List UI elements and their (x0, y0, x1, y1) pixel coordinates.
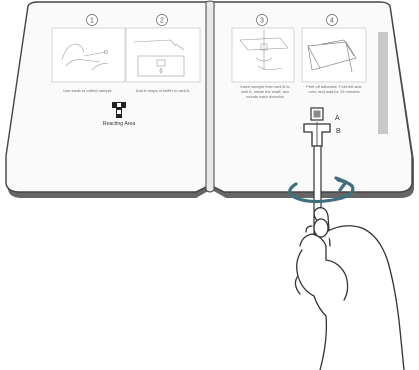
step-3-caption-line-3: rounds each direction (246, 94, 284, 99)
fold-cover-illustration (307, 39, 357, 73)
step-4-number: 4 (330, 18, 334, 25)
side-strip (378, 32, 388, 134)
step-3: 3 Insert sample from well B to well A, r… (231, 14, 295, 99)
hand-illustration (294, 207, 405, 370)
step-4: 4 Peel off adhesive. Fold left side over… (301, 14, 367, 94)
step-3-caption-line-2: well A, rotate the shaft, two (241, 89, 290, 94)
well-a-label: A (335, 115, 340, 122)
step-1-number: 1 (90, 18, 94, 25)
swab-collect-illustration (61, 43, 109, 71)
step-4-caption-line-2: over, and wait for 15 minutes (308, 89, 359, 94)
rotation-arrow-icon (288, 176, 355, 204)
step-1: 1 Use swab to collect sample. (51, 14, 126, 93)
step-2-caption: Add 6 drops of buffer to well A. (136, 88, 190, 93)
reacting-area: Reacting Area (103, 102, 136, 127)
well-b-label: B (336, 128, 341, 135)
step-3-number: 3 (260, 18, 264, 25)
rotate-shaft-illustration (239, 30, 289, 70)
step-3-caption-line-1: Insert sample from well B to (240, 84, 290, 89)
step-2: 2 Add 6 drops of buffer to well A. (125, 14, 201, 93)
buffer-drops-illustration (133, 39, 185, 77)
well-a: A (310, 107, 340, 122)
step-2-number: 2 (160, 18, 164, 25)
reacting-area-label: Reacting Area (103, 121, 136, 127)
swab-shaft (303, 122, 331, 235)
step-4-caption-line-1: Peel off adhesive. Fold left side (306, 84, 362, 89)
step-1-caption: Use swab to collect sample. (63, 88, 113, 93)
